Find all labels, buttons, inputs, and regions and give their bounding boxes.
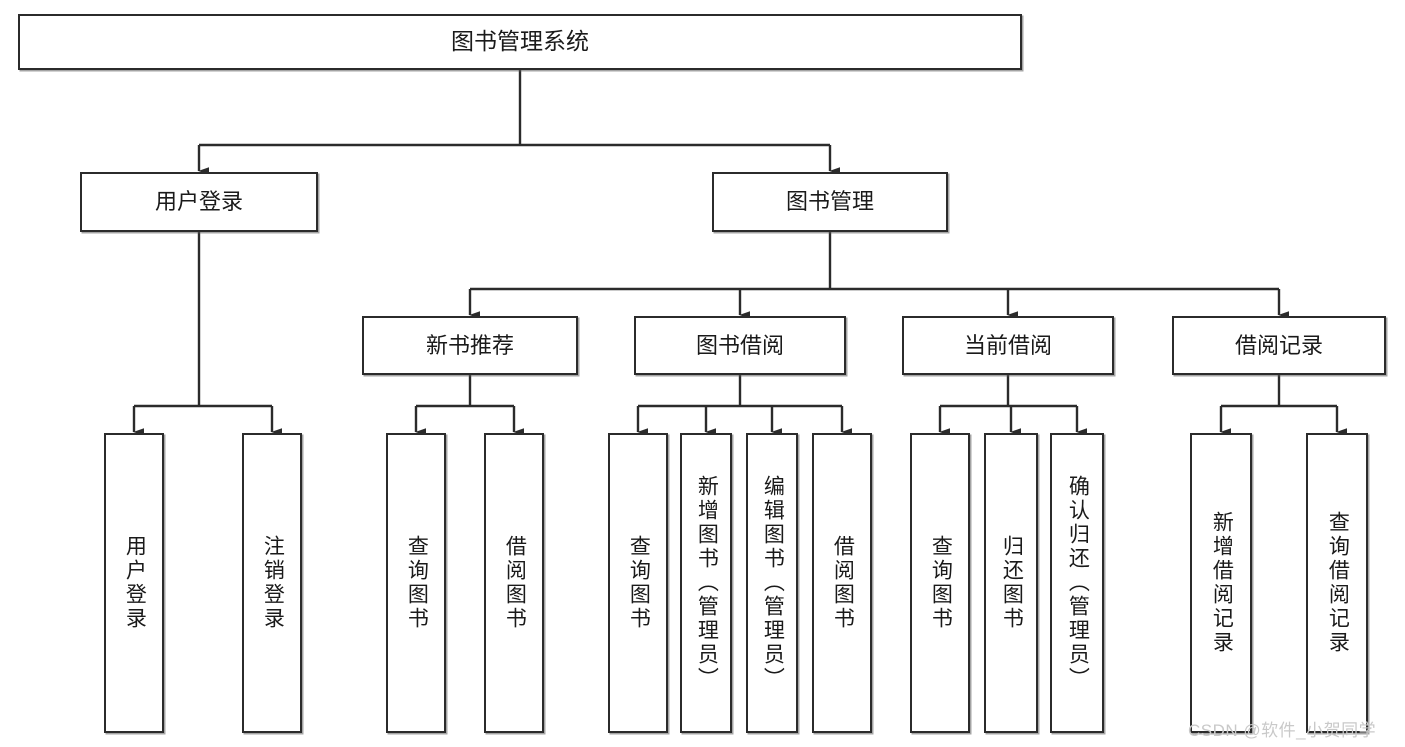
node-label-leaf_query_book_3: 查询图书 [929, 535, 953, 631]
node-leaf_logout[interactable]: 注销登录 [242, 433, 302, 733]
node-label-leaf_borrow_book_2: 借阅图书 [831, 535, 855, 631]
node-leaf_query_book_2[interactable]: 查询图书 [608, 433, 668, 733]
node-label-leaf_query_record: 查询借阅记录 [1326, 511, 1350, 655]
node-root[interactable]: 图书管理系统 [18, 14, 1022, 70]
node-leaf_add_book[interactable]: 新增图书（管理员） [680, 433, 732, 733]
node-leaf_query_record[interactable]: 查询借阅记录 [1306, 433, 1368, 733]
node-label-leaf_query_book_1: 查询图书 [405, 535, 429, 631]
node-leaf_borrow_book_2[interactable]: 借阅图书 [812, 433, 872, 733]
node-leaf_query_book_1[interactable]: 查询图书 [386, 433, 446, 733]
node-book_borrow[interactable]: 图书借阅 [634, 316, 846, 375]
node-book_manage[interactable]: 图书管理 [712, 172, 948, 232]
node-label-book_borrow: 图书借阅 [695, 332, 784, 358]
node-user_login[interactable]: 用户登录 [80, 172, 318, 232]
node-leaf_confirm_ret[interactable]: 确认归还（管理员） [1050, 433, 1104, 733]
node-leaf_edit_book[interactable]: 编辑图书（管理员） [746, 433, 798, 733]
node-leaf_user_login[interactable]: 用户登录 [104, 433, 164, 733]
node-label-leaf_logout: 注销登录 [261, 535, 285, 631]
node-label-leaf_add_book: 新增图书（管理员） [695, 475, 719, 691]
node-current_borrow[interactable]: 当前借阅 [902, 316, 1114, 375]
node-label-book_manage: 图书管理 [785, 189, 874, 215]
node-label-borrow_record: 借阅记录 [1234, 332, 1323, 358]
node-label-new_book_rec: 新书推荐 [425, 332, 514, 358]
node-leaf_query_book_3[interactable]: 查询图书 [910, 433, 970, 733]
node-label-leaf_user_login: 用户登录 [123, 535, 147, 631]
node-label-leaf_add_record: 新增借阅记录 [1210, 511, 1234, 655]
node-leaf_add_record[interactable]: 新增借阅记录 [1190, 433, 1252, 733]
node-label-leaf_borrow_book_1: 借阅图书 [503, 535, 527, 631]
node-label-leaf_edit_book: 编辑图书（管理员） [761, 475, 785, 691]
node-leaf_return_book[interactable]: 归还图书 [984, 433, 1038, 733]
node-borrow_record[interactable]: 借阅记录 [1172, 316, 1386, 375]
node-leaf_borrow_book_1[interactable]: 借阅图书 [484, 433, 544, 733]
node-label-root: 图书管理系统 [451, 28, 589, 55]
node-label-current_borrow: 当前借阅 [963, 332, 1052, 358]
node-label-leaf_confirm_ret: 确认归还（管理员） [1066, 475, 1090, 691]
edge-group [132, 70, 1348, 436]
node-label-user_login: 用户登录 [154, 189, 243, 215]
node-new_book_rec[interactable]: 新书推荐 [362, 316, 578, 375]
node-label-leaf_query_book_2: 查询图书 [627, 535, 651, 631]
node-label-leaf_return_book: 归还图书 [1000, 535, 1024, 631]
